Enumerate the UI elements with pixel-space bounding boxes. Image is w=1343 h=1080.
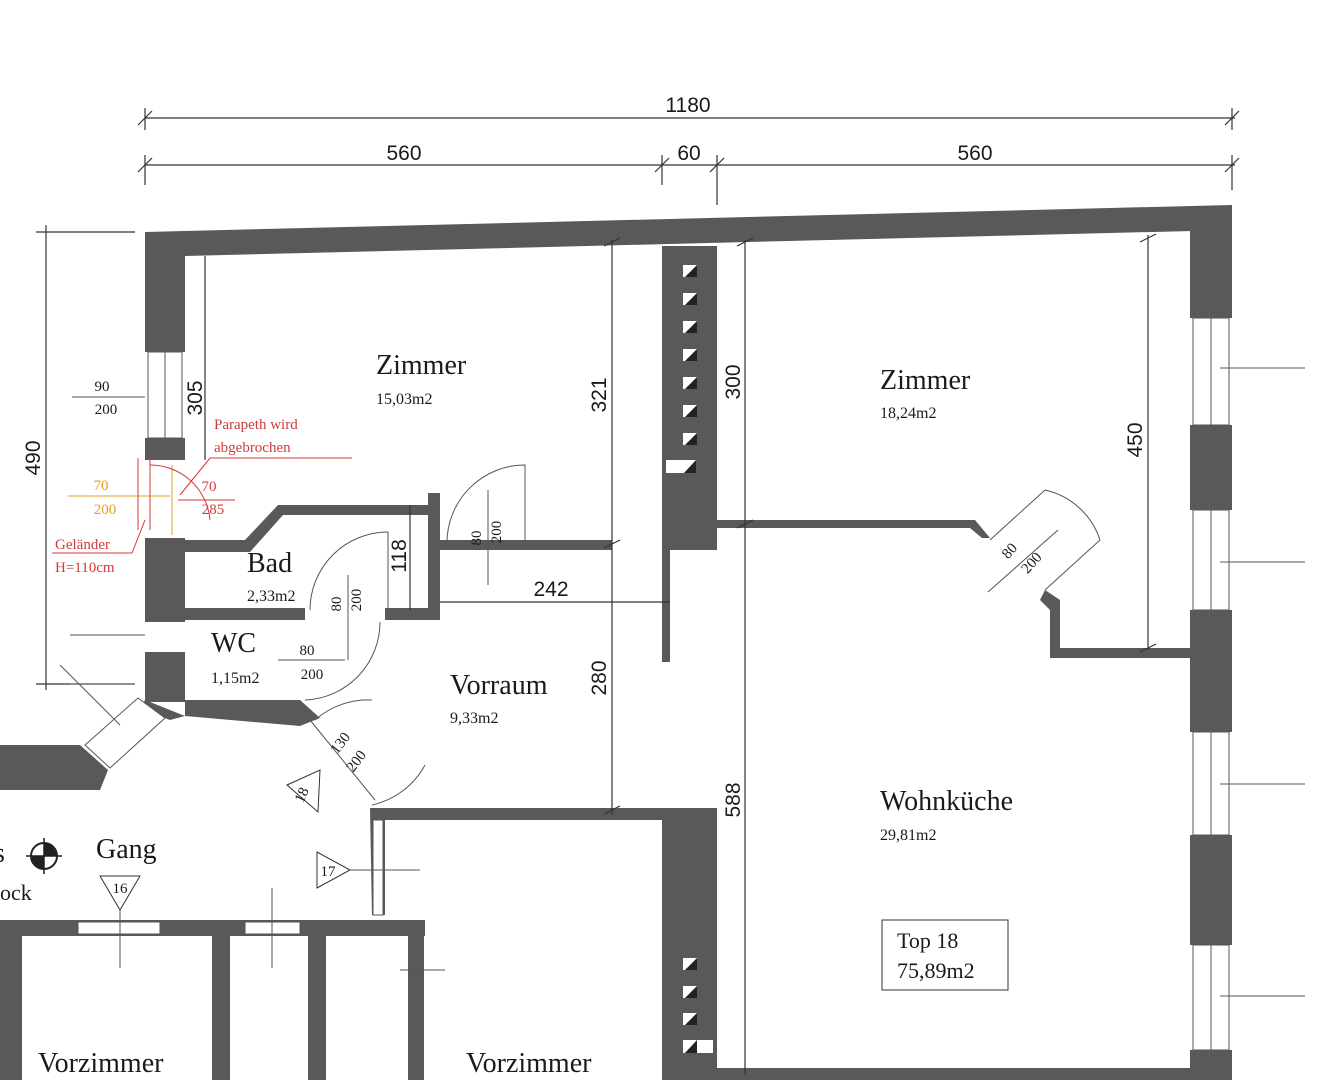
orange-top: 70	[94, 478, 109, 494]
marker-17-label: 17	[321, 864, 337, 880]
marker-16-label: 16	[113, 881, 129, 897]
railing-note-1: Geländer	[55, 537, 110, 553]
door-entry-w: 130	[328, 730, 354, 758]
room-zimmer1-area: 15,03m2	[376, 391, 432, 408]
unit-name: Top 18	[897, 928, 958, 953]
marker-16-icon: 16	[99, 875, 141, 968]
marker-18-label: 18	[292, 785, 313, 805]
room-wohnkueche-name: Wohnküche	[880, 786, 1013, 817]
window-left-bottom: 200	[95, 402, 118, 418]
markers: 16 17 18	[26, 769, 445, 971]
dim-588: 588	[722, 782, 745, 817]
dim-305: 305	[184, 380, 207, 415]
door-wk-w: 80	[999, 540, 1021, 562]
door-bad-w: 80	[329, 597, 345, 612]
doors: 80 200 80 200 80 200 130 200 80 200	[278, 464, 1101, 806]
partial-text-2: ock	[0, 880, 32, 905]
dim-height-left: 490	[22, 440, 45, 475]
room-gang-name: Gang	[96, 834, 157, 865]
unit-summary-box: Top 18 75,89m2	[881, 919, 1009, 991]
window-left-top: 90	[95, 379, 110, 395]
door-wk-h: 200	[1019, 550, 1046, 577]
room-wc-name: WC	[211, 628, 256, 659]
door-entry-h: 200	[344, 748, 370, 776]
room-zimmer1-name: Zimmer	[376, 350, 467, 381]
dim-118: 118	[388, 539, 411, 572]
parapet-note-1: Parapeth wird	[214, 417, 298, 433]
dim-280: 280	[588, 660, 611, 695]
room-vorzimmer1-name: Vorzimmer	[38, 1048, 164, 1079]
walls	[0, 205, 1232, 1080]
dim-300: 300	[722, 364, 745, 399]
dim-321: 321	[588, 377, 611, 412]
inner-dimensions: 305 321 280 300 588 450 118 242	[184, 233, 1157, 1075]
room-vorzimmer2-name: Vorzimmer	[466, 1048, 592, 1079]
red-bottom: 285	[202, 502, 225, 518]
dim-450: 450	[1124, 422, 1147, 457]
room-bad-area: 2,33m2	[247, 588, 295, 605]
marker-17-icon: 17	[316, 851, 420, 889]
left-annotations: 90 200 70 200 70 285 Parapeth wird abgeb…	[52, 379, 352, 726]
crosshair-icon	[26, 838, 62, 874]
dim-242: 242	[533, 578, 568, 601]
railing-note-2: H=110cm	[55, 560, 115, 576]
door-zimmer1-h: 200	[489, 521, 505, 544]
unit-area: 75,89m2	[897, 958, 975, 983]
dim-left-width: 560	[386, 142, 421, 165]
chimney-flues	[666, 265, 713, 1053]
dim-right-width: 560	[957, 142, 992, 165]
room-wohnkueche-area: 29,81m2	[880, 827, 936, 844]
door-bad-h: 200	[349, 589, 365, 612]
orange-bottom: 200	[94, 502, 117, 518]
door-zimmer1-w: 80	[469, 531, 485, 546]
room-zimmer2-name: Zimmer	[880, 365, 971, 396]
dimension-left-490: 490	[22, 225, 135, 690]
dim-middle-width: 60	[677, 142, 700, 165]
door-wc-h: 200	[301, 667, 324, 683]
room-vorraum-name: Vorraum	[450, 670, 548, 701]
marker-18-icon: 18	[286, 769, 321, 814]
room-zimmer2-area: 18,24m2	[880, 405, 936, 422]
room-bad-name: Bad	[247, 548, 292, 579]
red-top: 70	[202, 479, 217, 495]
dimension-chain-top: 1180 560 60 560	[137, 94, 1240, 205]
parapet-note-2: abgebrochen	[214, 440, 291, 456]
dim-total-width: 1180	[665, 94, 710, 117]
room-labels: Zimmer 15,03m2 Zimmer 18,24m2 Bad 2,33m2…	[0, 350, 1013, 1079]
partial-text-1: s	[0, 838, 5, 869]
room-vorraum-area: 9,33m2	[450, 710, 498, 727]
windows	[77, 317, 1305, 1051]
room-wc-area: 1,15m2	[211, 670, 259, 687]
door-wc-w: 80	[300, 643, 315, 659]
